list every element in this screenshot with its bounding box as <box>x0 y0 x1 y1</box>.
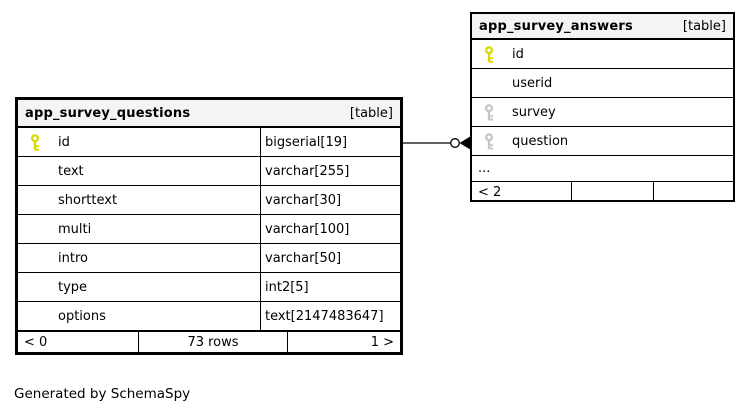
column-row-intro: intro varchar[50] <box>18 244 400 273</box>
schemaspy-credit: Generated by SchemaSpy <box>14 386 191 402</box>
column-row-text: text varchar[255] <box>18 157 400 186</box>
column-name-cell: text <box>18 157 260 185</box>
column-name-cell: question <box>472 127 733 155</box>
footer-children-count <box>653 182 733 202</box>
column-name-cell: intro <box>18 244 260 272</box>
column-row-id: id <box>472 40 733 69</box>
column-name-cell: multi <box>18 215 260 243</box>
icon-spacer <box>30 163 46 180</box>
column-type: int2[5] <box>260 273 400 301</box>
primary-key-icon <box>30 133 46 151</box>
column-row-multi: multi varchar[100] <box>18 215 400 244</box>
icon-spacer <box>30 308 46 325</box>
table-footer: < 0 73 rows 1 > <box>18 332 400 352</box>
column-name: type <box>58 279 88 295</box>
column-name: id <box>512 46 524 62</box>
foreign-key-icon <box>484 132 500 150</box>
column-type: bigserial[19] <box>260 128 400 156</box>
column-name: question <box>512 133 569 149</box>
column-name-cell: id <box>472 40 733 68</box>
icon-spacer <box>30 279 46 296</box>
footer-row-count: 73 rows <box>138 332 287 352</box>
icon-spacer <box>484 75 500 92</box>
zero-or-one-circle-icon <box>450 138 460 148</box>
column-name-cell: id <box>18 128 260 156</box>
column-type: text[2147483647] <box>260 302 400 330</box>
column-type: varchar[50] <box>260 244 400 272</box>
relationship-connector <box>403 136 470 150</box>
column-row-shorttext: shorttext varchar[30] <box>18 186 400 215</box>
icon-spacer <box>30 250 46 267</box>
table-header[interactable]: app_survey_questions [table] <box>18 100 400 128</box>
table-name[interactable]: app_survey_questions <box>25 105 191 121</box>
column-type: varchar[100] <box>260 215 400 243</box>
table-app-survey-answers[interactable]: app_survey_answers [table] id user <box>470 12 735 202</box>
column-name: text <box>58 163 84 179</box>
foreign-key-icon <box>484 103 500 121</box>
icon-spacer <box>30 221 46 238</box>
column-name: id <box>58 134 70 150</box>
arrowhead-icon <box>459 136 470 150</box>
icon-spacer <box>30 192 46 209</box>
footer-parents-count: < 0 <box>24 334 48 350</box>
table-type-badge: [table] <box>682 18 726 34</box>
column-name-cell: type <box>18 273 260 301</box>
table-app-survey-questions[interactable]: app_survey_questions [table] id bigseria… <box>15 97 403 355</box>
hidden-columns-ellipsis: ... <box>472 156 733 182</box>
column-row-type: type int2[5] <box>18 273 400 302</box>
primary-key-icon <box>484 45 500 63</box>
column-type: varchar[255] <box>260 157 400 185</box>
column-name: multi <box>58 221 92 237</box>
column-name: options <box>58 308 106 324</box>
footer-children-count: 1 > <box>287 332 400 352</box>
table-header[interactable]: app_survey_answers [table] <box>472 14 733 40</box>
column-name: userid <box>512 75 553 91</box>
column-name-cell: userid <box>472 69 733 97</box>
column-type: varchar[30] <box>260 186 400 214</box>
column-row-userid: userid <box>472 69 733 98</box>
table-footer: < 2 <box>472 182 733 202</box>
footer-row-count <box>571 182 653 202</box>
table-name[interactable]: app_survey_answers <box>479 18 633 34</box>
column-name-cell: options <box>18 302 260 330</box>
footer-parents-count: < 2 <box>478 184 502 200</box>
column-name: shorttext <box>58 192 118 208</box>
table-type-badge: [table] <box>349 105 393 121</box>
column-name-cell: shorttext <box>18 186 260 214</box>
column-name: intro <box>58 250 88 266</box>
column-row-options: options text[2147483647] <box>18 302 400 332</box>
column-row-id: id bigserial[19] <box>18 128 400 157</box>
column-name: survey <box>512 104 556 120</box>
column-name-cell: survey <box>472 98 733 126</box>
column-row-question: question <box>472 127 733 156</box>
column-row-survey: survey <box>472 98 733 127</box>
